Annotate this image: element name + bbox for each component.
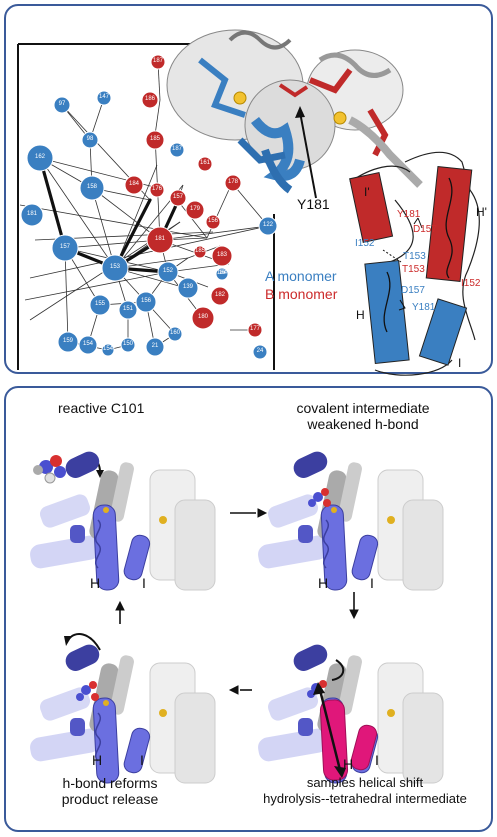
node-label-a-16: 154 [102,346,113,352]
covalent-molecule-tr [308,488,331,507]
transition-arrows [115,508,359,695]
node-label-a-9: 152 [162,268,173,274]
node-label-a-8: 153 [109,264,120,270]
structure-top-left [30,451,216,591]
node-label-b-8: 161 [199,160,210,166]
node-label-b-1: 186 [144,96,155,102]
node-label-b-15: 185 [194,248,205,254]
node-label-a-22: 16 [218,270,226,276]
node-label-a-1: 147 [98,94,109,100]
protein-structure [166,29,423,194]
node-label-a-0: 97 [58,101,66,107]
product-molecule-bl [76,681,99,701]
node-label-b-14: 177 [249,326,260,332]
caption-covalent-intermediate: covalent intermediate [296,400,430,416]
residue-t153-a: T153 [403,251,426,262]
helix-label-i-prime: I' [364,185,370,199]
residue-y181-a: Y181 [412,302,436,313]
node-label-a-18: 160 [169,330,180,336]
legend-a-monomer: A monomer [265,268,337,284]
tr-helix-h: H [318,575,329,591]
residue-d157-a: D157 [401,285,425,296]
network-nodes-b [124,54,263,338]
node-label-b-0: 187 [152,58,163,64]
node-label-a-17: 21 [151,343,159,349]
node-label-a-2: 98 [86,136,94,142]
tl-helix-i: I [142,575,146,591]
node-label-b-13: 180 [197,314,208,320]
residue-i152-a: I152 [355,238,375,249]
helix-label-h: H [356,308,365,322]
helix-diagram [349,151,480,376]
node-label-a-13: 151 [122,306,133,312]
helix-label-h-prime: H' [476,205,487,219]
node-label-b-4: 176 [151,186,162,192]
node-label-a-4: 158 [86,184,97,190]
residue-y181-b: Y181 [397,209,421,220]
node-label-a-6: 181 [26,211,37,217]
caption-product-release: product release [61,791,159,807]
node-label-a-3: 162 [34,154,45,160]
bottom-structures [27,447,444,785]
residue-d157-b: D157 [413,224,437,235]
node-label-a-14: 150 [122,341,133,347]
node-label-b-6: 179 [189,206,200,212]
node-label-b-3: 184 [128,181,139,187]
node-label-a-7: 157 [59,244,70,250]
node-label-a-23: 154 [82,341,93,347]
node-label-b-9: 156 [207,218,218,224]
network-nodes-a [20,90,278,360]
node-label-b-7: 178 [227,179,238,185]
br-helix-h: H [343,756,354,772]
legend-b-monomer: B monomer [265,286,338,302]
y181-label: Y181 [297,196,330,212]
node-label-b-5: 157 [172,194,183,200]
caption-samples-helical-shift: samples helical shift [306,775,424,790]
node-label-b-12: 182 [214,292,225,298]
node-label-a-15: 159 [62,338,73,344]
node-label-b-10: 181 [154,236,165,242]
node-label-a-12: 156 [140,298,151,304]
node-label-b-2: 185 [149,136,160,142]
tl-helix-h: H [90,575,101,591]
residue-t153-b: T153 [402,264,425,275]
node-label-b-11: 183 [216,252,227,258]
helix-label-i: I [458,356,462,370]
substrate-molecule [33,455,66,484]
node-label-a-21: 184 [216,270,227,276]
br-helix-i: I [375,752,379,768]
bottom-panel [4,386,493,832]
caption-hydrolysis-tetrahedral: hydrolysis--tetrahedral intermediate [263,791,467,806]
y181-arrow [299,111,317,199]
tr-helix-i: I [370,575,374,591]
node-label-a-11: 155 [94,301,105,307]
network-frame [17,43,275,370]
bl-helix-i: I [140,752,144,768]
node-label-a-20: 122 [262,222,273,228]
bl-helix-h: H [92,752,103,768]
caption-weakened-hbond: weakened h-bond [307,416,419,432]
node-label-a-19: 24 [256,348,264,354]
caption-reactive-c101: reactive C101 [58,400,145,416]
residue-i152-b: I152 [461,278,481,289]
node-label-a-10: 139 [182,284,193,290]
node-label-a-5: 187 [171,146,182,152]
caption-hbond-reforms: h-bond reforms [62,775,158,791]
